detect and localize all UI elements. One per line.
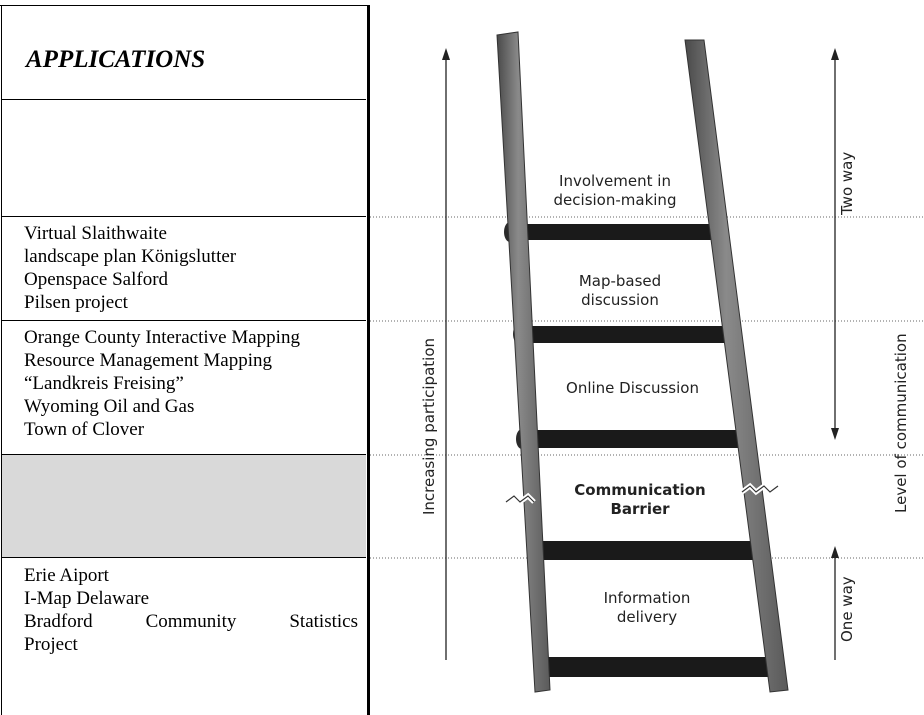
label-line: Information (603, 589, 691, 607)
list-word: Bradford (24, 611, 93, 632)
table-border-left (1, 5, 2, 715)
table-border-top (0, 5, 370, 6)
ladder-right-rail (684, 39, 789, 693)
table-group-2: Orange County Interactive Mapping Resour… (2, 321, 366, 455)
list-item: landscape plan Königslutter (24, 246, 237, 267)
label-line: Involvement in (559, 172, 671, 190)
participation-arrow-head (442, 48, 450, 60)
list-word: Community (145, 611, 237, 632)
barrier-break-right (741, 485, 779, 493)
ladder-rung (518, 224, 714, 240)
increasing-participation-label: Increasing participation (420, 337, 438, 515)
ladder-rung (532, 541, 758, 560)
table-header-cell: APPLICATIONS (2, 6, 366, 100)
list-item: “Landkreis Freising” (24, 373, 184, 394)
table-group-4: Erie Aiport I-Map Delaware Bradford Comm… (2, 558, 366, 715)
participation-ladder-figure: Involvement in decision-making Map-based… (370, 0, 924, 715)
two-way-arrow-head-down (831, 428, 839, 440)
rung-label-map-based: Map-based discussion (545, 272, 695, 310)
label-line: decision-making (553, 191, 677, 209)
label-line: Map-based (578, 272, 662, 290)
list-item: Wyoming Oil and Gas (24, 396, 195, 417)
list-item: Orange County Interactive Mapping (24, 327, 300, 348)
rung-label-involvement: Involvement in decision-making (540, 172, 690, 210)
list-item: I-Map Delaware (24, 588, 150, 609)
barrier-break-left (505, 495, 535, 503)
one-way-arrow-head (831, 546, 839, 558)
label-line: delivery (616, 608, 678, 626)
list-item: Project (24, 634, 78, 655)
list-word: Statistics (289, 611, 358, 632)
ladder-rung (527, 430, 743, 448)
two-way-label: Two way (838, 151, 856, 215)
list-item: Erie Aiport (24, 565, 109, 586)
list-item: Openspace Salford (24, 269, 169, 290)
ladder-rung (523, 326, 727, 343)
list-item: Resource Management Mapping (24, 350, 272, 371)
rung-label-online-discussion: Online Discussion (550, 379, 715, 398)
rung-label-communication-barrier: Communication Barrier (565, 481, 715, 519)
list-item: Virtual Slaithwaite (24, 223, 167, 244)
group-1-list: Virtual Slaithwaite landscape plan König… (2, 217, 366, 314)
group-4-list: Erie Aiport I-Map Delaware Bradford Comm… (2, 558, 366, 656)
one-way-label: One way (838, 576, 856, 642)
ladder-svg (370, 31, 924, 693)
applications-table: APPLICATIONS Virtual Slaithwaite landsca… (0, 0, 370, 715)
label-line: Communication (574, 481, 706, 499)
ladder-rung (536, 657, 772, 677)
label-line: discussion (581, 291, 659, 309)
table-heading: APPLICATIONS (26, 46, 206, 73)
table-empty-cell (2, 100, 366, 217)
label-line: Barrier (610, 500, 670, 518)
list-item: Bradford Community Statistics (24, 610, 366, 633)
level-of-communication-label: Level of communication (892, 333, 910, 513)
table-border-right (367, 5, 370, 715)
list-item: Town of Clover (24, 419, 145, 440)
ladder-left-rail (496, 31, 551, 693)
table-group-1: Virtual Slaithwaite landscape plan König… (2, 217, 366, 321)
two-way-arrow-head-up (831, 48, 839, 60)
table-barrier-cell (2, 455, 366, 558)
rung-label-information-delivery: Information delivery (572, 589, 722, 627)
label-line: Online Discussion (566, 379, 699, 397)
list-item: Pilsen project (24, 292, 128, 313)
group-2-list: Orange County Interactive Mapping Resour… (2, 321, 366, 441)
